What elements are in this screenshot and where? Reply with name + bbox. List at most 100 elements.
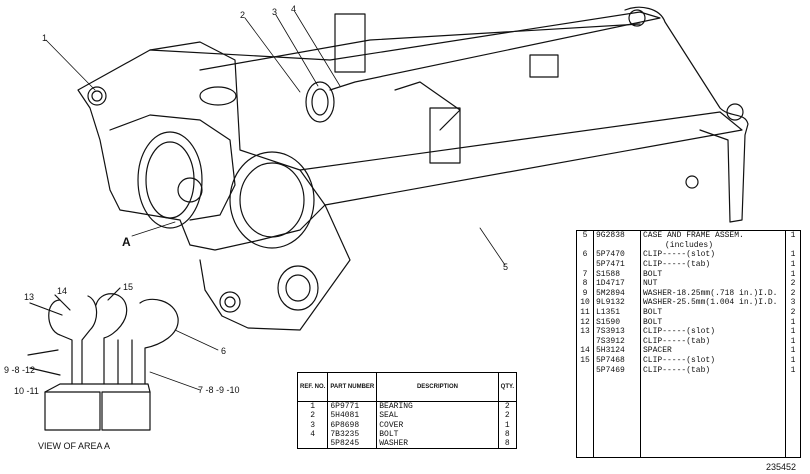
qty-cell: 2 [790, 279, 796, 289]
seal-ring-inner [311, 88, 329, 116]
desc-cell: WASHER-18.25mm(.718 in.)I.D. [640, 288, 786, 299]
part-cell: 5P7469 [593, 365, 641, 375]
lower-side-rail [299, 111, 743, 206]
qty-cell [786, 241, 801, 251]
part-cell: 5P7471 [593, 259, 641, 270]
qty-cell: 1 [504, 420, 510, 430]
desc-cell: BEARING [376, 401, 499, 412]
left-bore-inner [145, 141, 195, 219]
callout-10-11: 10 -11 [14, 386, 39, 396]
desc-cell: (includes) [640, 240, 786, 251]
callout-6: 6 [221, 346, 227, 356]
document-number: 235452 [766, 462, 797, 472]
header-part-number: PART NUMBER [327, 372, 378, 402]
front-case-face [109, 114, 236, 221]
part-cell [593, 240, 641, 251]
part-cell: S1588 [593, 269, 641, 279]
rear-bracket [529, 54, 559, 78]
desc-cell: CLIP-----(slot) [640, 326, 786, 337]
ref-cell: 10 [576, 298, 594, 308]
desc-cell: CLIP-----(tab) [640, 259, 786, 270]
ref-cell: 2 [297, 411, 329, 421]
qty-cell: 1 [790, 365, 796, 375]
header-qty: QTY. [498, 372, 517, 402]
qty-cell: 2 [790, 288, 796, 298]
upper-rail-inner [199, 23, 641, 71]
front-ear-hole [91, 90, 103, 102]
parts-table-left: REF. NO. PART NUMBER DESCRIPTION QTY. 1 6… [297, 372, 517, 450]
part-cell: 6P9771 [327, 401, 378, 412]
qty-cell: 1 [790, 336, 796, 346]
callout-14: 14 [57, 286, 68, 296]
desc-cell: WASHER-25.5mm(1.004 in.)I.D. [640, 298, 786, 308]
top-cover [199, 86, 237, 106]
part-cell: 5H3124 [593, 346, 641, 356]
desc-cell: CLIP-----(slot) [640, 250, 786, 260]
callout-15: 15 [123, 282, 134, 292]
table-header-row: REF. NO. PART NUMBER DESCRIPTION QTY. [297, 372, 517, 402]
qty-cell: 8 [504, 439, 510, 449]
ref-cell: 14 [576, 346, 594, 356]
part-cell: 7S3912 [593, 336, 641, 347]
qty-cell: 1 [790, 231, 796, 241]
ref-cell [576, 240, 594, 251]
desc-cell: CASE AND FRAME ASSEM. [640, 230, 786, 241]
callout-4: 4 [291, 4, 297, 14]
part-cell: 9L9132 [593, 298, 641, 308]
part-cell: 5P7468 [593, 355, 641, 366]
callout-7-8-9-10: 7 -8 -9 -10 [198, 385, 240, 395]
header-ref: REF. NO. [297, 372, 329, 402]
rear-boss-top [628, 9, 646, 27]
rear-boss-right [726, 103, 744, 121]
ref-cell: 12 [576, 317, 594, 327]
lower-bore [277, 265, 319, 311]
leader-2 [244, 17, 301, 93]
lower-bore-inner [285, 274, 311, 302]
ref-cell: 6 [576, 250, 594, 260]
leader-6 [174, 329, 219, 351]
leader-4 [294, 11, 341, 87]
qty-cell: 1 [790, 356, 796, 366]
view-title: VIEW OF AREA A [38, 441, 111, 451]
leader-7 [149, 371, 201, 391]
ref-cell: 7 [576, 269, 594, 279]
ref-cell [576, 336, 594, 347]
ref-cell [576, 259, 594, 270]
part-cell: 7B3235 [327, 429, 378, 440]
desc-cell: CLIP-----(tab) [640, 336, 786, 347]
ref-cell [297, 439, 329, 449]
callout-13: 13 [24, 292, 35, 302]
area-a-detail [27, 287, 179, 431]
rear-boss-low [685, 175, 699, 189]
qty-cell: 3 [790, 298, 796, 308]
leader-3 [275, 14, 319, 87]
qty-cell: 2 [504, 402, 510, 412]
cross-bracket [394, 81, 461, 131]
part-cell: 6P8698 [327, 420, 378, 430]
center-bore-inner [239, 162, 305, 238]
part-cell: 5P7470 [593, 250, 641, 260]
rear-post [624, 6, 749, 223]
ref-cell: 8 [576, 278, 594, 289]
boss-bottom [219, 291, 241, 313]
callout-1: 1 [42, 33, 48, 43]
desc-cell: BOLT [640, 269, 786, 279]
qty-cell: 1 [790, 250, 796, 260]
part-cell: L1351 [593, 307, 641, 318]
top-bracket [334, 13, 366, 73]
boss-left [177, 177, 203, 203]
desc-cell: CLIP-----(slot) [640, 355, 786, 366]
